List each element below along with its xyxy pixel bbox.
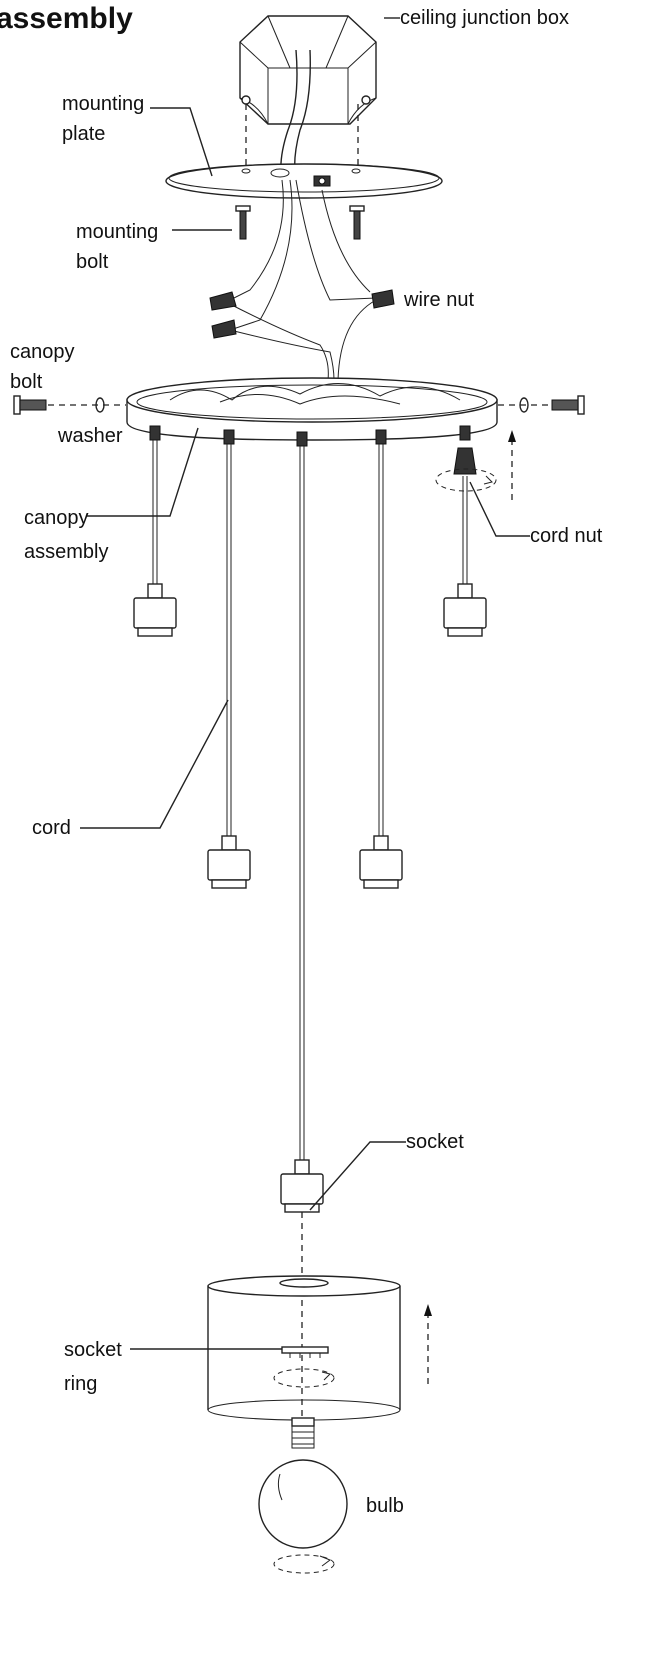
arrow-up-icon (508, 430, 516, 442)
leader-socket (309, 1141, 406, 1211)
wire-nut-3 (371, 289, 395, 309)
glass-shade (207, 1275, 401, 1421)
bulb (258, 1417, 348, 1549)
label-cord-nut: cord nut (530, 525, 603, 547)
cord-grip-5 (459, 425, 471, 441)
socket-ring (273, 1346, 335, 1388)
cord-3 (299, 446, 305, 1160)
label-wire-nut: wire nut (403, 289, 474, 311)
label-socket-ring-2: ring (64, 1373, 97, 1395)
label-cord: cord (32, 817, 71, 839)
cord-grip-2 (223, 429, 235, 445)
mounting-bolt-left (235, 205, 251, 240)
leader-mounting-plate (150, 107, 213, 177)
mounting-plate (165, 163, 443, 199)
label-bulb: bulb (366, 1495, 404, 1517)
label-socket-ring-1: socket (64, 1339, 122, 1361)
label-canopy-assembly-1: canopy (24, 507, 89, 529)
wiring (225, 179, 377, 381)
diagram-title: assembly (0, 2, 133, 35)
mounting-bolt-right (349, 205, 365, 240)
label-ceiling-junction-box: ceiling junction box (400, 7, 569, 29)
cord-nut (435, 447, 497, 492)
canopy-assembly (126, 377, 498, 441)
socket-2 (207, 835, 251, 889)
canopy-bolt-left (13, 395, 47, 415)
cord-grip-3 (296, 431, 308, 447)
arrow-up-icon (424, 1304, 432, 1316)
socket-5 (443, 583, 487, 637)
socket-4 (359, 835, 403, 889)
cord-4 (378, 444, 384, 836)
cord-2 (226, 444, 232, 836)
cord-grip-1 (149, 425, 161, 441)
leader-cord-nut (469, 481, 530, 537)
label-mounting-plate-1: mounting (62, 93, 144, 115)
canopy-bolt-right (551, 395, 585, 415)
socket-3 (280, 1159, 324, 1213)
label-mounting-bolt-2: bolt (76, 251, 109, 273)
label-mounting-bolt-1: mounting (76, 221, 158, 243)
socket-1 (133, 583, 177, 637)
label-mounting-plate-2: plate (62, 123, 105, 145)
cord-1 (152, 440, 158, 584)
bulb-rotation-indicator (273, 1554, 335, 1574)
label-canopy-assembly-2: assembly (24, 541, 108, 563)
cord-grip-4 (375, 429, 387, 445)
wire-nut-1 (209, 291, 237, 311)
leader-cord (80, 699, 229, 829)
label-washer: washer (57, 425, 123, 447)
wire-nut-2 (211, 319, 237, 339)
leader-canopy-assembly (86, 427, 199, 517)
label-socket: socket (406, 1131, 464, 1153)
ceiling-junction-box (239, 15, 377, 181)
cord-5 (462, 476, 468, 584)
label-canopy-bolt-1: canopy (10, 341, 75, 363)
label-canopy-bolt-2: bolt (10, 371, 43, 393)
